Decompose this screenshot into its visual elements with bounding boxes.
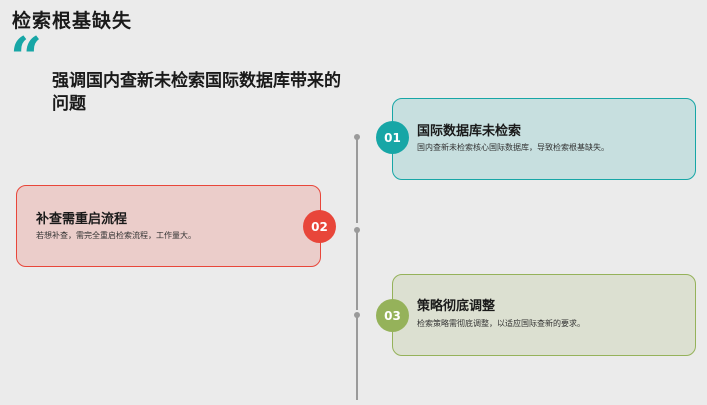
issue-title: 补查需重启流程 — [36, 212, 128, 227]
issue-title: 策略彻底调整 — [417, 299, 496, 314]
timeline-axis — [356, 316, 358, 400]
issue-number-badge: 01 — [376, 121, 409, 154]
timeline-axis — [356, 232, 358, 310]
timeline-node — [354, 312, 360, 318]
issue-description: 检索策略需彻底调整，以适应国际查新的要求。 — [417, 319, 585, 328]
issue-description: 若想补查，需完全重启检索流程，工作量大。 — [36, 231, 196, 240]
issue-number-badge: 03 — [376, 299, 409, 332]
issue-card-3: 策略彻底调整 检索策略需彻底调整，以适应国际查新的要求。 — [392, 274, 696, 356]
issue-description: 国内查新未检索核心国际数据库，导致检索根基缺失。 — [417, 143, 609, 152]
timeline-axis — [356, 137, 358, 223]
issue-number-badge: 02 — [303, 210, 336, 243]
issue-title: 国际数据库未检索 — [417, 124, 522, 139]
issue-card-1: 国际数据库未检索 国内查新未检索核心国际数据库，导致检索根基缺失。 — [392, 98, 696, 180]
timeline-node — [354, 227, 360, 233]
page-title: 检索根基缺失 — [12, 10, 133, 32]
page-subtitle: 强调国内查新未检索国际数据库带来的问题 — [52, 71, 341, 114]
quote-mark-icon: “ — [10, 25, 43, 91]
timeline-node — [354, 134, 360, 140]
issue-card-2: 补查需重启流程 若想补查，需完全重启检索流程，工作量大。 — [16, 185, 321, 267]
